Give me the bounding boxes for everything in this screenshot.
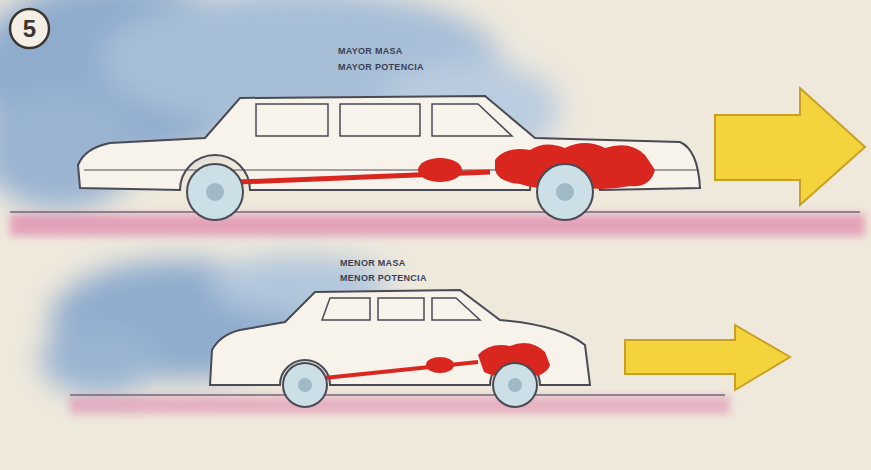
circle-shape [10, 9, 49, 48]
caption-label: MENOR POTENCIA [340, 273, 427, 283]
ground-line [70, 394, 725, 396]
car-window [322, 298, 370, 320]
wheel [283, 363, 327, 407]
wheel-hub [508, 378, 522, 392]
wheel-hub [206, 183, 224, 201]
caption-label: MAYOR POTENCIA [338, 62, 424, 72]
gearbox [426, 357, 454, 373]
wheel-hub [556, 183, 574, 201]
car-window [432, 104, 512, 136]
car-window [378, 298, 424, 320]
gearbox [418, 158, 462, 182]
car-window [340, 104, 420, 136]
car-window [256, 104, 328, 136]
road-stripe [10, 214, 865, 236]
cloud-part [40, 325, 160, 395]
caption-label: MAYOR MASA [338, 46, 403, 56]
wheel [187, 164, 243, 220]
callout-number: 5 [23, 15, 36, 43]
panel-number-circle: 5 [8, 7, 51, 50]
wheel [537, 164, 593, 220]
ground-line [10, 211, 860, 213]
wheel-hub [298, 378, 312, 392]
road-stripe [70, 396, 730, 414]
large-speed-arrow [715, 88, 865, 205]
caption-label: MENOR MASA [340, 258, 406, 268]
wheel [493, 363, 537, 407]
large-car-body [78, 96, 700, 190]
small-speed-arrow [625, 325, 790, 390]
car-window [432, 298, 480, 320]
